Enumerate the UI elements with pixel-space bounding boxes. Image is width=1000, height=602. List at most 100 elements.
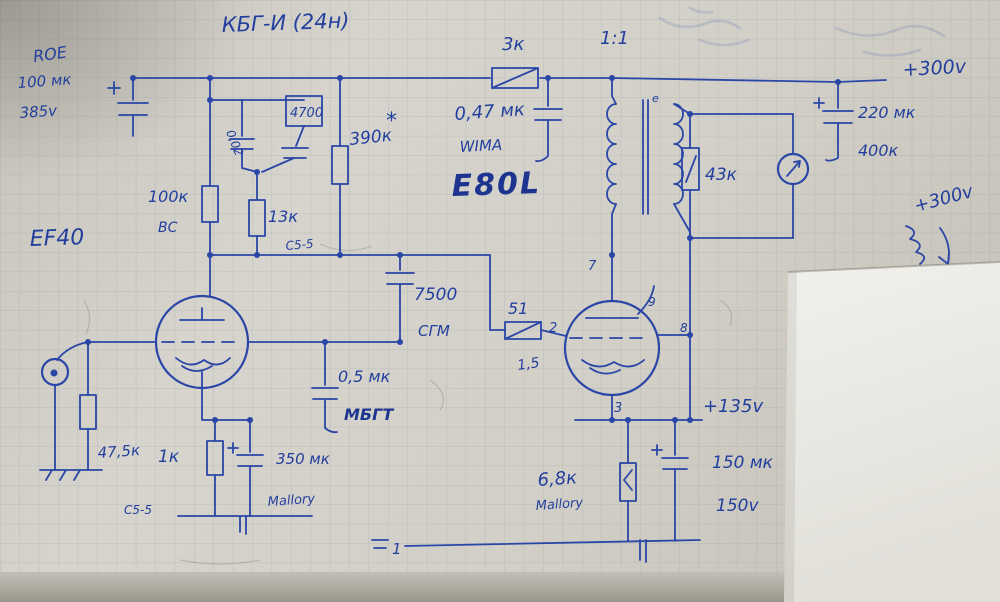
- label-r475: 47,5к: [97, 441, 141, 462]
- capacitor-05uf: [311, 341, 339, 434]
- plus-sign: [107, 81, 121, 95]
- arrow: [786, 160, 801, 177]
- wire: [540, 329, 567, 337]
- cathode-wave: [181, 365, 213, 372]
- label-r-3k: 3к: [502, 34, 524, 55]
- label-c150: 150 мк: [712, 453, 774, 473]
- lead: [535, 119, 549, 163]
- bleed-through-marks: [658, 6, 946, 57]
- label-c5s-a: C5-5: [285, 237, 314, 253]
- cathode-network-ef40: [177, 387, 313, 535]
- label-pin7: 7: [588, 259, 597, 274]
- pencil-smudges: [83, 243, 733, 565]
- input-network: [39, 341, 157, 481]
- label-r390k: 390к: [348, 126, 393, 150]
- lead: [295, 125, 305, 147]
- lead: [241, 148, 258, 173]
- slash: [504, 321, 542, 340]
- plus-sign: [227, 442, 239, 454]
- resistor-13k: [248, 171, 266, 256]
- label-wima: WIMA: [459, 136, 502, 156]
- resistor-51: [489, 254, 567, 340]
- label-c7500-type: СГМ: [418, 322, 450, 340]
- plates: [281, 147, 309, 159]
- ground-hatch: [45, 469, 81, 481]
- secondary-lead: [673, 103, 691, 115]
- label-r68k: 6,8к: [537, 467, 578, 491]
- label-rail-voltage: +300v: [902, 56, 967, 81]
- ground-ticks: [371, 539, 389, 549]
- label-cap-type-title: КБГ-И (24н): [221, 9, 350, 37]
- label-r51: 51: [508, 299, 528, 318]
- body: [491, 67, 539, 89]
- primary-coil: [606, 103, 617, 205]
- resistor-3k: [491, 67, 539, 89]
- wire-rail-right: [539, 77, 887, 83]
- wire: [201, 387, 253, 421]
- label-c-in-voltage: 385v: [19, 101, 59, 122]
- label-tube-ef40: EF40: [29, 225, 84, 252]
- label-c05-type: МБГТ: [344, 405, 394, 424]
- desk-shadow: [0, 572, 790, 602]
- slash: [685, 155, 697, 183]
- label-pin3: 3: [614, 401, 622, 416]
- jack-wire: [56, 341, 89, 361]
- label-r100k-type: ВС: [158, 220, 178, 236]
- label-gnd-num: 1: [392, 540, 402, 558]
- cathode-wave: [589, 367, 621, 375]
- secondary-coil: [673, 103, 684, 205]
- capacitor-047uf: [533, 77, 563, 163]
- label-pin2: 2: [549, 321, 557, 336]
- primary-lead: [611, 77, 617, 105]
- cathode-wave: [581, 359, 645, 368]
- label-pin9: 9: [648, 295, 656, 309]
- tube-ef40: [154, 294, 250, 390]
- label-r1k: 1к: [158, 447, 180, 467]
- tube-e80l: [563, 254, 661, 421]
- label-roe: ROE: [32, 42, 69, 66]
- label-r68k-brand: Mallory: [535, 496, 584, 514]
- label-v135: +135v: [703, 396, 763, 417]
- label-r100k: 100к: [148, 187, 189, 206]
- margin-scribbles: [905, 225, 950, 265]
- arrow-squiggle: [938, 227, 950, 265]
- label-c4700: 4700: [290, 106, 323, 121]
- circuit-drawing: КБГ-И (24н) ROE 100 мк 385v 3к 1:1 +300v…: [17, 9, 976, 563]
- label-sec-e: e: [652, 92, 659, 105]
- ground-rail: [404, 539, 701, 547]
- label-tube-e80l: E80L: [451, 166, 542, 204]
- slash: [491, 67, 539, 89]
- mark: [623, 469, 633, 491]
- label-c05: 0,5 мк: [338, 367, 391, 386]
- jack-pin: [50, 369, 58, 377]
- resistor-100k: [201, 77, 219, 298]
- label-c350: 350 мк: [276, 450, 330, 468]
- lead: [261, 157, 295, 173]
- label-c7500: 7500: [414, 285, 457, 305]
- junction-dots: [85, 75, 841, 423]
- label-c-in-value: 100 мк: [17, 70, 72, 92]
- label-c5s-b: C5-5: [124, 503, 152, 517]
- overlay-paper: [784, 261, 1000, 602]
- cathode-wave: [175, 357, 231, 366]
- label-star: *: [386, 109, 397, 134]
- wire: [489, 254, 506, 331]
- ground-hatch: [639, 539, 647, 563]
- label-r13k: 13к: [268, 207, 298, 226]
- capacitor-100uf-input: [107, 77, 149, 137]
- label-pin8: 8: [680, 321, 688, 335]
- anode: [179, 307, 225, 321]
- primary-lead: [611, 203, 617, 256]
- ground-hatch: [239, 515, 247, 535]
- capacitor-4700: [261, 95, 323, 173]
- cathode-network-e80l: [371, 419, 701, 563]
- resistor-43k: [681, 113, 700, 239]
- resistor-390k: [331, 77, 349, 256]
- label-xfmr-ratio: 1:1: [600, 28, 629, 49]
- label-c220: 220 мк: [858, 103, 916, 122]
- capacitor-002: [209, 99, 305, 173]
- output-jack: [776, 113, 810, 239]
- capacitor-220uf: [813, 81, 854, 162]
